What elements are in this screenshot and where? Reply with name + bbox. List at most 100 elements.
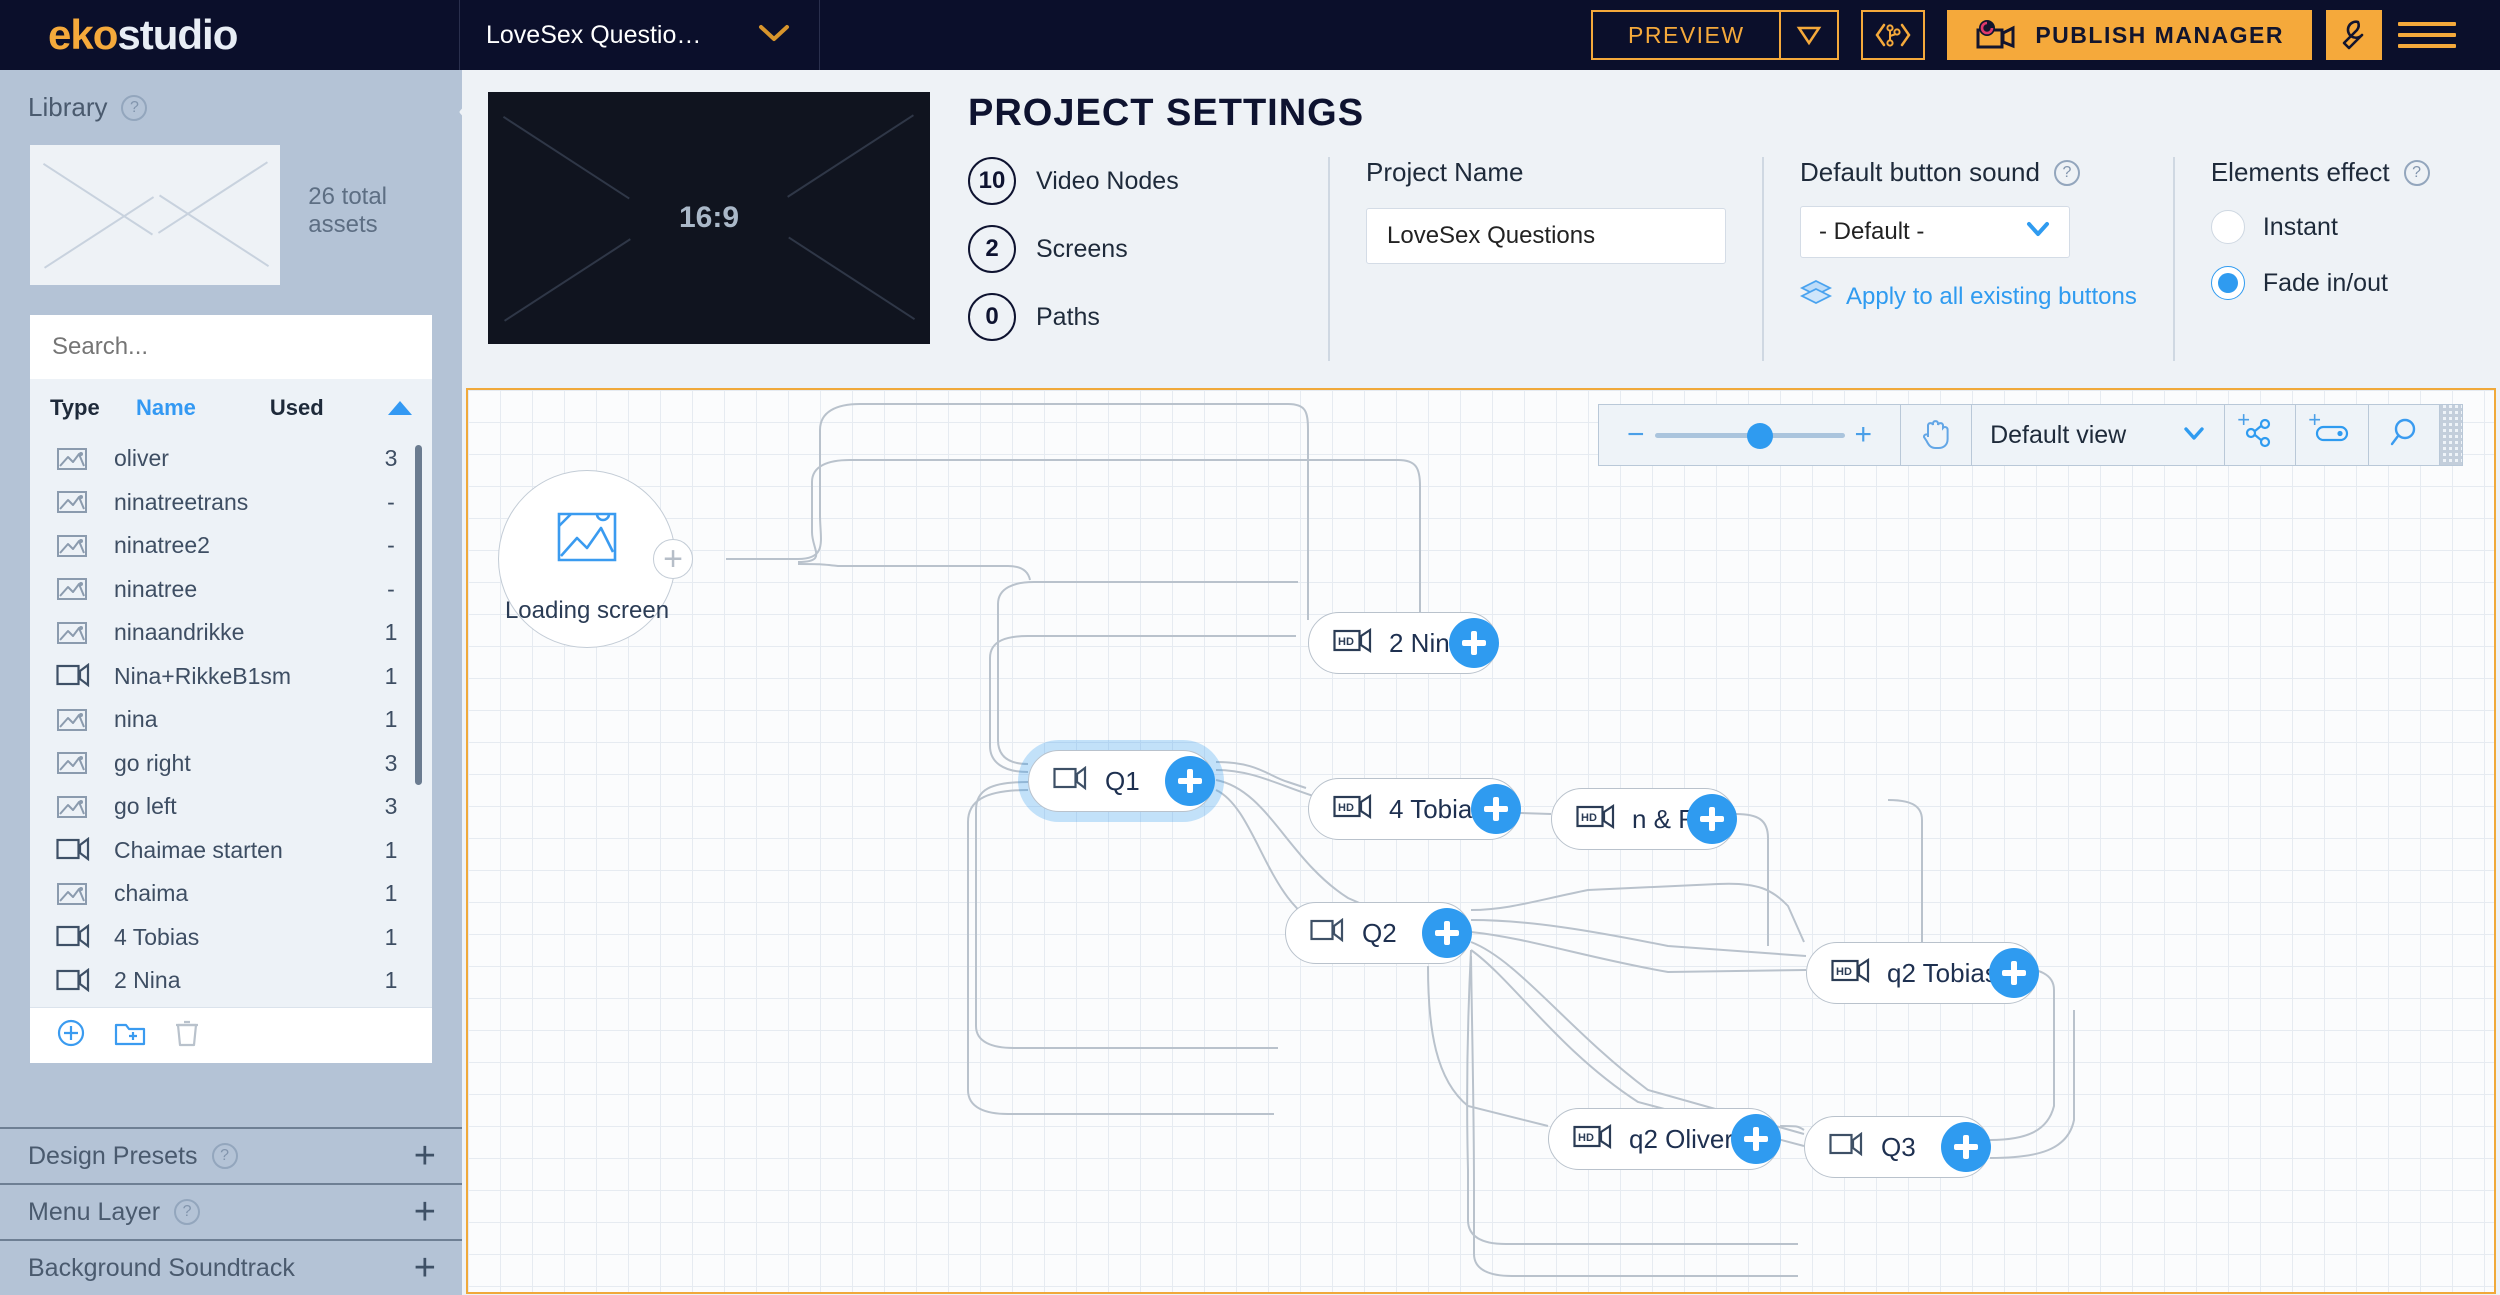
library-sidebar: Library ? 26 total assets Type Name Used… xyxy=(0,70,462,1295)
add-node-icon xyxy=(2243,416,2277,455)
add-connection-button[interactable] xyxy=(1449,618,1499,668)
add-node-button[interactable]: + xyxy=(2225,405,2297,465)
question-mark-icon[interactable]: ? xyxy=(121,94,148,121)
add-screen-button[interactable]: + xyxy=(2296,405,2370,465)
plus-badge-icon: + xyxy=(2237,407,2251,432)
zoom-slider[interactable] xyxy=(1654,422,1845,449)
asset-used-count: 1 xyxy=(384,967,398,994)
publish-manager-button[interactable]: PUBLISH MANAGER xyxy=(1947,10,2312,60)
question-mark-icon[interactable]: ? xyxy=(2403,159,2430,186)
accordion-row[interactable]: Design Presets?+ xyxy=(0,1127,462,1183)
preview-button[interactable]: PREVIEW xyxy=(1591,10,1780,60)
question-mark-icon[interactable]: ? xyxy=(174,1199,201,1225)
column-header-type[interactable]: Type xyxy=(50,395,100,420)
add-connection-button[interactable]: + xyxy=(653,539,693,579)
accordion-label: Background Soundtrack xyxy=(28,1253,295,1282)
canvas-search-button[interactable] xyxy=(2369,405,2441,465)
zoom-slider-handle[interactable] xyxy=(1746,422,1773,449)
zoom-in-button[interactable]: + xyxy=(1854,418,1873,451)
zoom-out-button[interactable]: − xyxy=(1627,418,1645,451)
asset-used-count: - xyxy=(387,575,395,602)
code-view-button[interactable] xyxy=(1861,10,1926,60)
layers-icon xyxy=(1799,278,1833,315)
asset-list-scrollbar[interactable] xyxy=(415,445,422,785)
main-menu-button[interactable] xyxy=(2398,22,2456,48)
expand-icon[interactable]: + xyxy=(413,1191,436,1233)
graph-node-nq3[interactable]: Q3 xyxy=(1804,1116,1991,1178)
search-input[interactable] xyxy=(30,315,432,379)
radio-button[interactable] xyxy=(2210,266,2245,300)
expand-icon[interactable]: + xyxy=(413,1247,436,1289)
settings-wrench-button[interactable] xyxy=(2326,10,2382,60)
node-graph-canvas[interactable]: − + Default view + xyxy=(466,388,2496,1294)
add-connection-button[interactable] xyxy=(1422,908,1472,958)
stat-label: Video Nodes xyxy=(1036,166,1179,195)
effect-option-1[interactable]: Instant xyxy=(2210,210,2430,244)
app-logo: ekostudio xyxy=(0,0,460,70)
view-selector[interactable]: Default view xyxy=(1972,405,2226,465)
delete-icon[interactable] xyxy=(174,1018,200,1053)
graph-node-nq2[interactable]: Q2 xyxy=(1285,902,1472,964)
effect-option-2[interactable]: Fade in/out xyxy=(2210,266,2430,300)
image-asset-icon xyxy=(57,534,87,557)
apply-to-all-buttons-link[interactable]: Apply to all existing buttons xyxy=(1799,278,2137,315)
toolbar-drag-handle[interactable] xyxy=(2440,405,2463,465)
preview-options-button[interactable] xyxy=(1779,10,1840,60)
column-header-name[interactable]: Name xyxy=(136,395,196,420)
question-mark-icon[interactable]: ? xyxy=(211,1143,238,1169)
expand-icon[interactable]: + xyxy=(413,1135,436,1177)
question-mark-icon[interactable]: ? xyxy=(2053,159,2080,186)
project-tab[interactable]: LoveSex Questio… xyxy=(460,0,820,70)
new-folder-icon[interactable] xyxy=(114,1019,146,1052)
asset-row[interactable]: ninatreetrans- xyxy=(30,481,432,525)
image-asset-icon xyxy=(57,447,87,470)
image-asset-icon xyxy=(57,708,87,731)
hand-tool-button[interactable] xyxy=(1901,405,1973,465)
column-header-used[interactable]: Used xyxy=(269,395,324,420)
asset-row[interactable]: ninatree2- xyxy=(30,524,432,568)
add-connection-button[interactable] xyxy=(1471,784,1521,834)
add-screen-icon xyxy=(2314,421,2350,450)
project-name-input[interactable] xyxy=(1366,208,1726,264)
node-label: q2 Tobias xyxy=(1887,957,1998,988)
add-connection-button[interactable] xyxy=(1941,1122,1991,1172)
hd-video-icon: HD xyxy=(1333,627,1372,653)
radio-button[interactable] xyxy=(2210,210,2245,244)
accordion-row[interactable]: Background Soundtrack + xyxy=(0,1239,462,1295)
stat-label: Paths xyxy=(1036,302,1100,331)
add-connection-button[interactable] xyxy=(1165,756,1215,806)
sort-ascending-icon[interactable] xyxy=(388,401,412,415)
hamburger-line xyxy=(2398,44,2456,48)
asset-row[interactable]: ninatree- xyxy=(30,568,432,612)
accordion-row[interactable]: Menu Layer?+ xyxy=(0,1183,462,1239)
node-label: q2 Oliver xyxy=(1629,1123,1734,1154)
image-asset-icon xyxy=(56,576,94,602)
loading-screen-node[interactable]: Loading screen + xyxy=(498,470,693,648)
asset-name: nina xyxy=(114,706,158,733)
add-asset-icon[interactable] xyxy=(56,1018,86,1053)
button-sound-select[interactable]: - Default - xyxy=(1800,206,2070,258)
add-connection-button[interactable] xyxy=(1989,948,2039,998)
add-connection-button[interactable] xyxy=(1687,794,1737,844)
add-connection-button[interactable] xyxy=(1731,1114,1781,1164)
image-asset-icon xyxy=(57,882,87,905)
graph-node-nq1[interactable]: Q1 xyxy=(1028,750,1215,812)
